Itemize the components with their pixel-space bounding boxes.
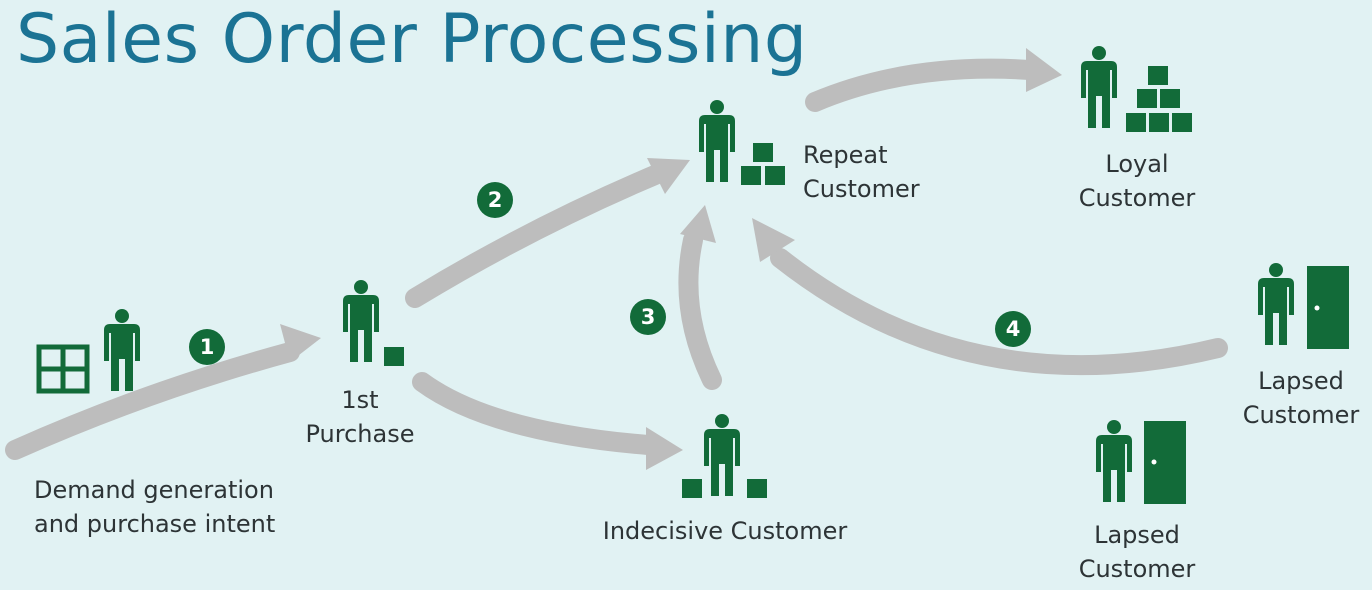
arrow-first-to-indecisive bbox=[412, 372, 658, 455]
arrowhead-repeat-a bbox=[647, 158, 690, 194]
loyal-customer-line2: Customer bbox=[1078, 184, 1196, 212]
person-icon bbox=[1081, 46, 1117, 128]
page-title: Sales Order Processing bbox=[16, 0, 808, 79]
arrowhead-indecisive bbox=[646, 427, 683, 470]
person-icon bbox=[699, 100, 735, 182]
arrowheads bbox=[280, 48, 1062, 470]
first-purchase-line2: Purchase bbox=[305, 420, 415, 448]
first-purchase-label: 1st Purchase bbox=[290, 383, 430, 451]
step-badge-1: 1 bbox=[189, 329, 225, 365]
person-icon bbox=[343, 280, 379, 362]
lapsed-right-line2: Customer bbox=[1242, 401, 1360, 429]
step-badge-2: 2 bbox=[477, 182, 513, 218]
arrowhead-repeat-b bbox=[680, 205, 716, 243]
repeat-customer-line1: Repeat bbox=[803, 141, 888, 169]
lapsed-bottom-line2: Customer bbox=[1078, 555, 1196, 583]
arrow-repeat-to-loyal bbox=[805, 58, 1040, 112]
repeat-customer-label: Repeat Customer bbox=[803, 138, 920, 206]
box-icon bbox=[384, 347, 404, 366]
boxes-icon bbox=[741, 143, 785, 185]
indecisive-customer-line1: Indecisive Customer bbox=[602, 517, 848, 545]
demand-label-line1: Demand generation bbox=[34, 476, 274, 504]
person-icon bbox=[1096, 420, 1132, 502]
arrow-lapsed-to-repeat bbox=[770, 248, 1228, 376]
arrows bbox=[5, 58, 1228, 460]
person-icon bbox=[104, 309, 140, 391]
arrow-first-to-repeat bbox=[405, 165, 665, 308]
arrow-demand-to-first bbox=[5, 342, 300, 460]
loyal-customer-line1: Loyal bbox=[1105, 150, 1169, 178]
person-icon bbox=[1258, 263, 1294, 345]
arrowhead-repeat-c bbox=[752, 218, 795, 262]
arrow-indecisive-to-repeat bbox=[678, 230, 722, 390]
window-icon bbox=[36, 344, 90, 394]
door-icon bbox=[1144, 421, 1186, 504]
boxes-stack-icon bbox=[1126, 66, 1192, 132]
person-icon bbox=[704, 414, 740, 496]
lapsed-bottom-line1: Lapsed bbox=[1094, 521, 1180, 549]
lapsed-right-line1: Lapsed bbox=[1258, 367, 1344, 395]
step-badge-4: 4 bbox=[995, 311, 1031, 347]
demand-label: Demand generation and purchase intent bbox=[34, 473, 275, 541]
lapsed-customer-right-label: Lapsed Customer bbox=[1226, 364, 1372, 432]
repeat-customer-line2: Customer bbox=[803, 175, 920, 203]
boxes-icon bbox=[682, 479, 767, 498]
lapsed-customer-bottom-label: Lapsed Customer bbox=[1062, 518, 1212, 586]
demand-label-line2: and purchase intent bbox=[34, 510, 276, 538]
arrowhead-loyal bbox=[1026, 48, 1062, 92]
arrowhead-first bbox=[280, 324, 321, 362]
step-badge-3: 3 bbox=[630, 299, 666, 335]
loyal-customer-label: Loyal Customer bbox=[1057, 147, 1217, 215]
door-icon bbox=[1307, 266, 1349, 349]
first-purchase-line1: 1st bbox=[341, 386, 379, 414]
indecisive-customer-label: Indecisive Customer bbox=[585, 514, 865, 548]
